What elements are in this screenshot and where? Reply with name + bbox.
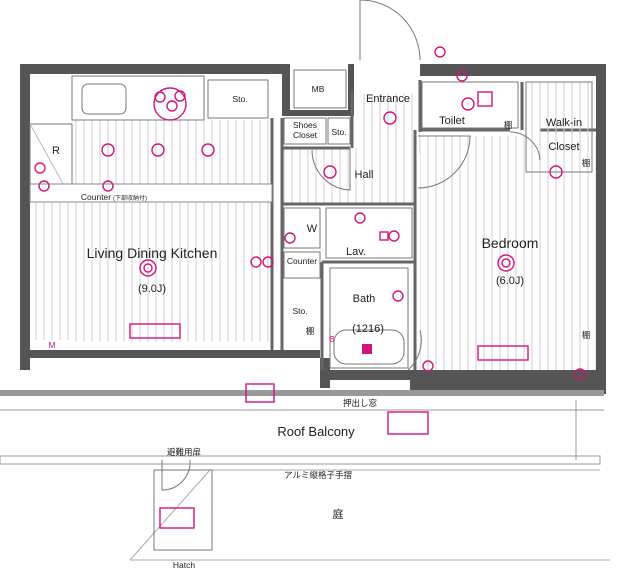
kitchen-counter-label: Counter [81, 192, 111, 202]
room-bath-label: Bath [353, 293, 376, 305]
hatch-label: Hatch [173, 560, 195, 570]
push-window-label: 押出し窓 [343, 398, 378, 408]
ldk-flooring-left [30, 200, 72, 340]
kitchen-unit [71, 75, 269, 121]
lav-space [325, 207, 413, 259]
bedroom-flooring [420, 136, 598, 372]
room-entrance-label: Entrance [366, 93, 410, 105]
shoes-closet-label-2: Closet [293, 130, 318, 140]
room-bedroom-size: (6.0J) [496, 275, 524, 287]
shelf-label-closet: 棚 [582, 158, 591, 168]
walkin-closet [525, 81, 593, 173]
room-bath-size: (1216) [352, 323, 384, 335]
sto-small-label: Sto. [331, 127, 346, 137]
shelf-label-toilet: 棚 [504, 120, 513, 130]
drain-icon [362, 344, 372, 354]
evac-door-label: 避難用扉 [167, 447, 201, 457]
garden-label: 庭 [333, 507, 344, 521]
handrail-label: アルミ縦格子手摺 [284, 470, 352, 480]
sto-small-box [327, 117, 351, 145]
kitchen-counter-note: (下部収納付) [113, 194, 147, 202]
balcony [0, 390, 610, 561]
room-ldk-label: Living Dining Kitchen [87, 245, 218, 261]
b-marker-label: B [329, 334, 335, 344]
room-hall-label: Hall [355, 169, 374, 181]
shelf-label-side: 棚 [306, 326, 315, 336]
shoes-closet-label-1: Shoes [293, 120, 317, 130]
room-lav-label: Lav. [346, 246, 366, 258]
shelf-label-bedroom: 棚 [582, 330, 591, 340]
sto-top-label: Sto. [232, 94, 247, 104]
m-marker-label: M [48, 340, 55, 350]
hall-flooring [283, 148, 415, 204]
doors [161, 0, 541, 491]
sto-side-label: Sto. [292, 306, 307, 316]
electrical-markers [34, 46, 586, 529]
ldk-flooring [72, 120, 272, 342]
room-toilet-label: Toilet [439, 115, 465, 127]
washer-space [283, 207, 321, 249]
kitchen-counter [29, 183, 273, 203]
fridge-label: R [52, 145, 60, 157]
toilet-room [421, 81, 519, 129]
mb-label: MB [312, 84, 325, 94]
hall-counter-label: Counter [287, 256, 317, 266]
walkin-label-2: Closet [548, 141, 579, 153]
shoes-closet [283, 117, 327, 145]
washer-label: W [307, 223, 318, 235]
room-roof-balcony-label: Roof Balcony [277, 424, 355, 439]
room-bedroom-label: Bedroom [482, 235, 539, 251]
mb-box [293, 69, 347, 109]
room-ldk-size: (9.0J) [138, 283, 166, 295]
walkin-label-1: Walk-in [546, 117, 582, 129]
hall-counter [283, 251, 321, 279]
